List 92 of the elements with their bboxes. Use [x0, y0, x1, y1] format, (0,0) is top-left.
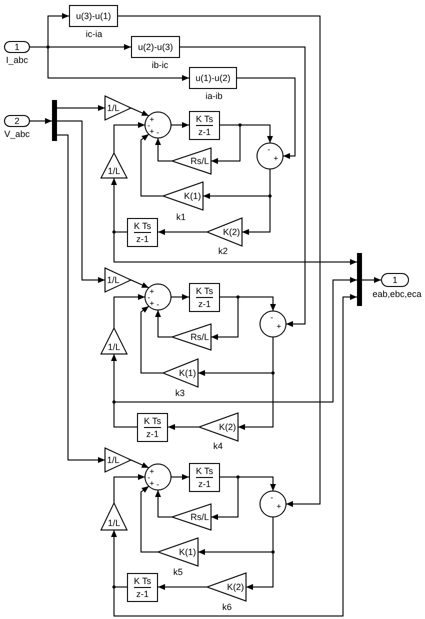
signal-line — [158, 584, 208, 590]
signal-line — [30, 46, 190, 81]
gain-label: Rs/L — [190, 512, 209, 522]
gain-label: K(1) — [184, 191, 201, 201]
sign-label: + — [276, 503, 282, 511]
gain-label: 1/L — [107, 275, 120, 285]
gain-label: 1/L — [107, 103, 120, 113]
transfer-function-block: K Ts z-1 — [137, 413, 168, 442]
block-label: k5 — [173, 568, 183, 577]
sign-label: + — [150, 468, 154, 476]
signal-line — [210, 124, 240, 164]
function-block: u(1)-u(2) — [189, 67, 237, 89]
signal-line — [155, 138, 172, 162]
block-label: ia-ib — [206, 92, 222, 101]
signal-line — [246, 516, 274, 590]
transfer-function-block: K Ts z-1 — [189, 463, 220, 492]
signal-line — [170, 474, 190, 480]
gain-label: 1/L — [106, 342, 122, 352]
sign-label: + — [150, 288, 154, 296]
gain-label: 1/L — [106, 166, 122, 176]
signal-line — [170, 294, 190, 300]
signal-line — [168, 424, 200, 430]
gain-label: Rs/L — [190, 156, 209, 166]
signal-line — [114, 294, 146, 328]
signal-line — [56, 120, 106, 283]
signal-line — [155, 310, 172, 338]
block-label: ib-ic — [152, 61, 168, 70]
function-block: u(2)-u(3) — [131, 36, 180, 58]
block-label: k1 — [176, 213, 186, 222]
sign-label: + — [276, 323, 282, 331]
sign-label: + — [150, 300, 154, 308]
signal-line — [210, 296, 238, 340]
signal-line — [130, 280, 150, 288]
block-label: V_abc — [4, 130, 30, 139]
signal-line — [242, 168, 270, 235]
sign-label: + — [274, 155, 278, 163]
gain-label: K(2) — [226, 582, 244, 592]
gain-label: 1/L — [106, 518, 122, 528]
sign-label: - — [148, 122, 150, 130]
signal-line — [56, 134, 106, 463]
sign-label: - — [270, 494, 274, 502]
block-label: k3 — [175, 389, 185, 398]
signal-line — [170, 122, 190, 128]
signal-line — [118, 16, 320, 507]
sign-label: + — [150, 116, 154, 124]
signal-line — [140, 306, 164, 374]
signal-line — [130, 460, 150, 468]
gain-label: K(1) — [178, 368, 196, 378]
block-label: ic-ia — [86, 30, 102, 39]
signal-line — [236, 78, 296, 159]
signal-line — [140, 134, 164, 196]
signal-line — [30, 118, 52, 124]
block-label: eab,ebc,eca — [372, 290, 422, 299]
signal-line — [180, 46, 306, 327]
gain-label: K(2) — [222, 227, 240, 237]
sign-label: - — [156, 301, 160, 309]
block-label: k2 — [218, 247, 228, 256]
sign-label: - — [268, 146, 270, 154]
sign-label: - — [156, 129, 160, 137]
sign-label: - — [148, 294, 150, 302]
bus-bar — [357, 253, 362, 306]
signal-line — [210, 476, 238, 520]
gain-label: Rs/L — [190, 332, 209, 342]
block-label: k4 — [213, 442, 223, 451]
signal-line — [114, 122, 146, 154]
signal-line — [238, 336, 274, 430]
signal-line — [130, 108, 150, 116]
signal-line — [114, 474, 146, 504]
sign-label: + — [150, 480, 154, 488]
block-label: I_abc — [6, 56, 28, 65]
signal-line — [158, 229, 208, 235]
transfer-function-block: K Ts z-1 — [189, 111, 220, 140]
sign-label: - — [148, 474, 150, 482]
signal-line — [140, 486, 158, 552]
signal-line — [114, 294, 358, 616]
sign-label: - — [270, 314, 274, 322]
signal-line — [114, 277, 358, 428]
transfer-function-block: K Ts z-1 — [189, 283, 220, 312]
signal-line — [56, 105, 106, 111]
sign-label: - — [156, 481, 160, 489]
gain-label: K(2) — [218, 422, 236, 432]
bus-bar — [52, 100, 57, 141]
signal-line — [362, 277, 382, 283]
function-block: u(3)-u(1) — [69, 5, 118, 27]
transfer-function-block: K Ts z-1 — [127, 218, 158, 247]
gain-label: 1/L — [107, 455, 120, 465]
gain-label: K(1) — [178, 547, 196, 557]
signal-line — [114, 232, 358, 265]
signal-line — [155, 490, 172, 518]
sign-label: + — [150, 128, 154, 136]
block-label: k6 — [222, 603, 232, 612]
transfer-function-block: K Ts z-1 — [127, 573, 158, 602]
